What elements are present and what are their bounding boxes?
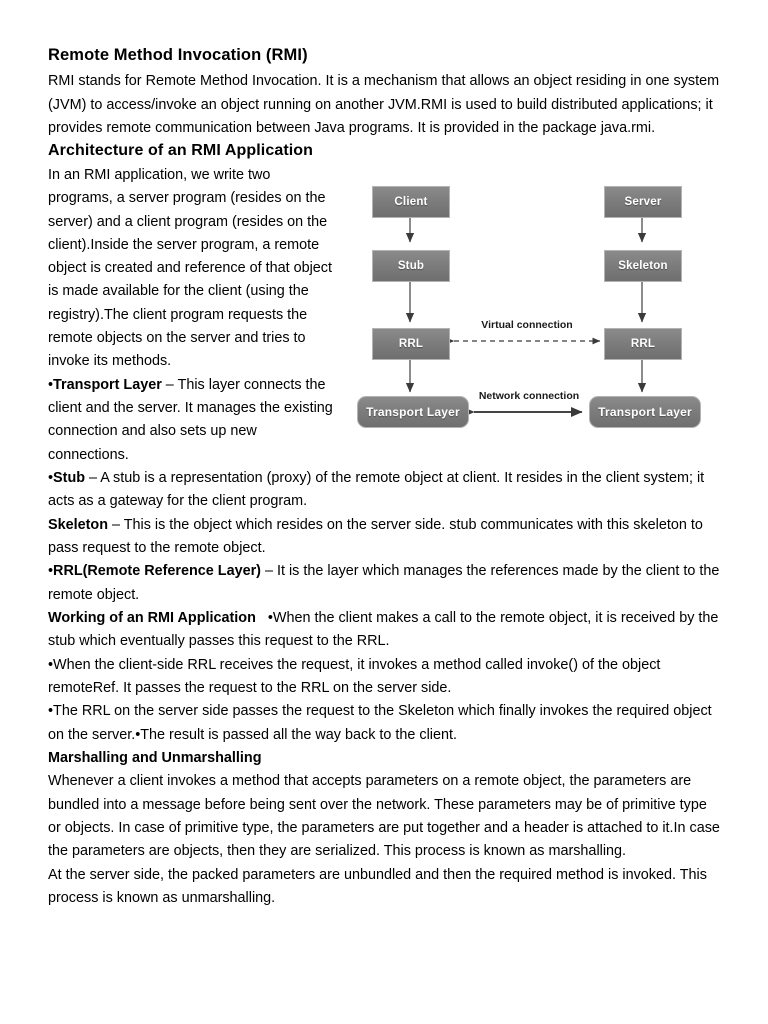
bullet-marker-rrl: • (48, 563, 54, 580)
working-item-3: •The RRL on the server side passes the r… (48, 703, 712, 743)
bullet-dash-rrl: – (260, 563, 277, 580)
architecture-heading: Architecture of an RMI Application (48, 142, 314, 160)
marshalling-paragraph-2: At the server side, the packed parameter… (48, 866, 707, 907)
diagram-box-skeleton: Skeleton (604, 249, 682, 282)
bullet-transport-layer: •Transport Layer – This layer connects t… (48, 374, 720, 467)
bullet-dash-transport-layer: – (161, 376, 178, 393)
diagram-canvas: Client Stub RRL Transport Layer Server S… (352, 172, 720, 440)
bullet-term-stub: Stub (53, 470, 86, 487)
page-title: Remote Method Invocation (RMI) (48, 46, 308, 64)
bullet-marker-stub: • (48, 470, 54, 487)
bullet-term-transport-layer: Transport Layer (53, 376, 162, 393)
bullet-text-skeleton: This is the object which resides on the … (48, 516, 703, 557)
diagram-box-stub: Stub (372, 249, 450, 282)
label-virtual-connection: Virtual connection (481, 318, 573, 331)
working-heading: Working of an RMI Application (48, 610, 256, 627)
bullet-skeleton: Skeleton – This is the object which resi… (48, 514, 720, 561)
working-section: Working of an RMI Application •When the … (48, 607, 720, 654)
bullet-marker-transport-layer: • (48, 376, 54, 393)
architecture-flow-region: Client Stub RRL Transport Layer Server S… (48, 164, 720, 514)
architecture-intro-paragraph: In an RMI application, we write two prog… (48, 166, 332, 370)
diagram-box-client: Client (372, 185, 450, 218)
working-item-2: •When the client-side RRL receives the r… (48, 656, 661, 697)
intro-paragraph: RMI stands for Remote Method Invocation.… (48, 73, 720, 136)
bullet-text-rrl: It is the layer which manages the refere… (48, 563, 720, 603)
bullet-text-transport-layer: This layer connects the client and the s… (48, 376, 333, 463)
diagram-box-rrl-left: RRL (372, 327, 450, 360)
marshalling-heading: Marshalling and Unmarshalling (48, 750, 262, 767)
diagram-box-transport-layer-right: Transport Layer (589, 395, 701, 428)
bullet-term-rrl: RRL(Remote Reference Layer) (53, 563, 261, 580)
bullet-term-skeleton: Skeleton (48, 516, 108, 533)
marshalling-paragraph-1: Whenever a client invokes a method that … (48, 773, 720, 860)
bullet-dash-stub: – (85, 470, 101, 487)
bullet-stub: •Stub – A stub is a representation (prox… (48, 467, 720, 514)
label-network-connection: Network connection (478, 389, 580, 402)
rmi-architecture-diagram: Client Stub RRL Transport Layer Server S… (352, 172, 720, 440)
diagram-box-server: Server (604, 185, 682, 218)
working-spacer (256, 610, 268, 626)
bullet-rrl: •RRL(Remote Reference Layer) – It is the… (48, 560, 720, 607)
bullet-text-stub: A stub is a representation (proxy) of th… (48, 470, 705, 510)
bullet-dash-skeleton: – (107, 516, 124, 533)
diagram-arrows (405, 208, 647, 417)
diagram-box-transport-layer-left: Transport Layer (357, 395, 469, 428)
working-item-1: •When the client makes a call to the rem… (48, 610, 719, 650)
diagram-box-rrl-right: RRL (604, 327, 682, 360)
